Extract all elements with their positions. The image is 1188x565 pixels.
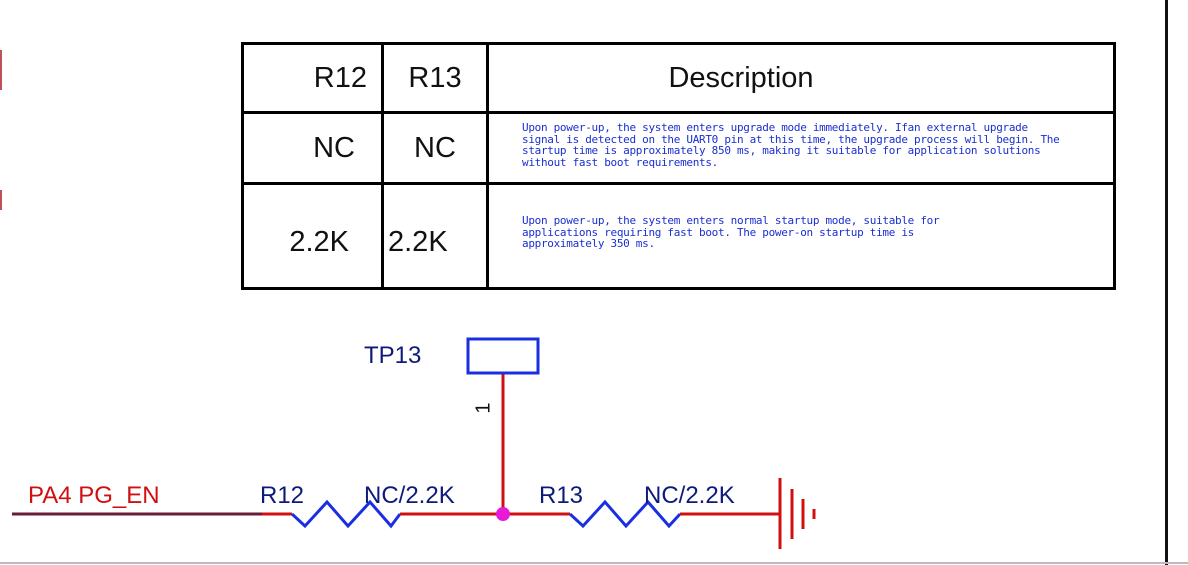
resistor-r12-symbol — [290, 499, 402, 529]
resistor-config-table: R12 R13 Description NC NC Upon power-up,… — [241, 42, 1116, 290]
table-row: NC NC Upon power-up, the system enters u… — [241, 111, 1116, 185]
tp13-pad — [466, 337, 540, 375]
ground-icon — [778, 478, 816, 549]
header-description: Description — [486, 42, 1116, 114]
table-header-row: R12 R13 Description — [241, 42, 1116, 114]
header-r12: R12 — [241, 42, 384, 114]
cell-description: Upon power-up, the system enters normal … — [486, 182, 1116, 290]
cell-description: Upon power-up, the system enters upgrade… — [486, 111, 1116, 185]
cell-r12: NC — [241, 111, 384, 185]
pin-number: 1 — [472, 402, 495, 414]
net-label: PA4 PG_EN — [28, 482, 160, 509]
resistor-r13-symbol — [568, 499, 682, 529]
cell-r13: 2.2K — [381, 182, 489, 290]
sheet-border-bottom — [0, 562, 1188, 564]
junction-dot — [496, 507, 510, 521]
r12-ref: R12 — [260, 482, 305, 509]
sheet-border-right — [1165, 0, 1168, 565]
r12-value: NC/2.2K — [364, 482, 455, 509]
r13-ref: R13 — [539, 482, 584, 509]
r13-value: NC/2.2K — [644, 482, 735, 509]
table-row: 2.2K 2.2K Upon power-up, the system ente… — [241, 182, 1116, 290]
cell-r12: 2.2K — [241, 182, 384, 290]
header-r13: R13 — [381, 42, 489, 114]
left-margin-mark-1 — [0, 50, 2, 90]
left-margin-mark-2 — [0, 190, 2, 210]
tp13-label: TP13 — [364, 342, 422, 369]
cell-r13: NC — [381, 111, 489, 185]
